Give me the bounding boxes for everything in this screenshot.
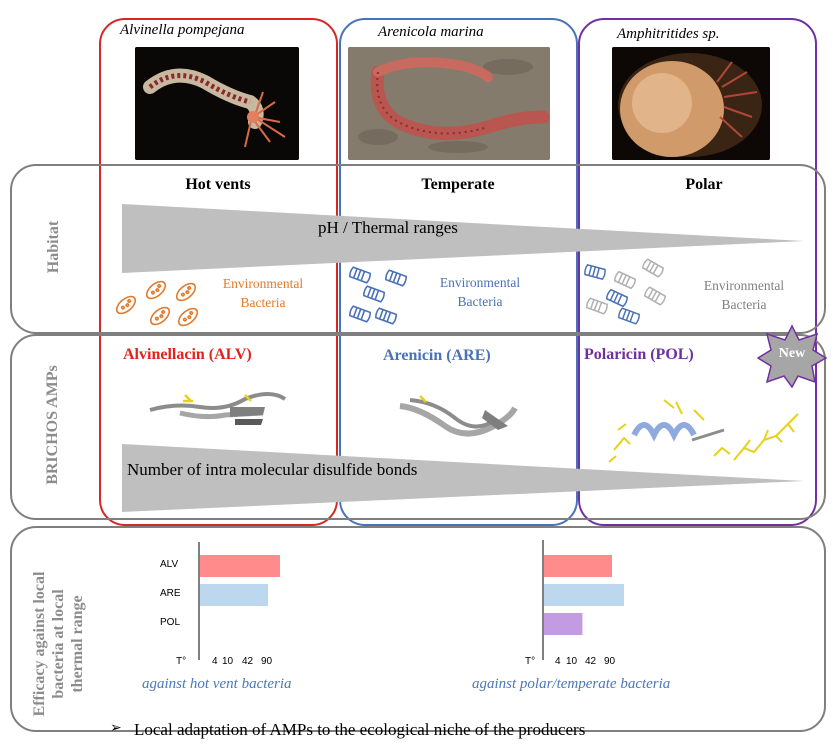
chart2-tick-42: 42 [585, 656, 596, 667]
chart1-tick-4: 4 [212, 656, 218, 667]
footer-bullet-icon: ➢ [110, 720, 122, 736]
disulfide-label: Number of intra molecular disulfide bond… [127, 460, 417, 480]
chart1-category-are: ARE [160, 588, 181, 599]
chart2-caption: against polar/temperate bacteria [472, 676, 670, 693]
efficacy-row-label-line1: Efficacy against local [30, 534, 49, 754]
chart2-tick-90: 90 [604, 656, 615, 667]
chart2-tick-4: 4 [555, 656, 561, 667]
efficacy-row-label-line2: bacteria at local [49, 534, 68, 754]
hot-vent-efficacy-chart [150, 536, 300, 668]
bar-are [200, 584, 268, 606]
bar-alv [544, 555, 612, 577]
footer-conclusion: Local adaptation of AMPs to the ecologic… [134, 720, 585, 740]
chart1-category-alv: ALV [160, 559, 178, 570]
bar-alv [200, 555, 280, 577]
polar-temperate-efficacy-chart [494, 536, 644, 668]
chart1-category-pol: POL [160, 617, 180, 628]
efficacy-row [10, 526, 826, 732]
efficacy-row-label: Efficacy against local bacteria at local… [30, 534, 90, 754]
bar-pol [544, 613, 582, 635]
chart1-tick-90: 90 [261, 656, 272, 667]
efficacy-row-label-line3: thermal range [68, 534, 87, 754]
chart2-xlabel: T° [525, 656, 535, 667]
chart1-tick-10: 10 [222, 656, 233, 667]
chart1-xlabel: T° [176, 656, 186, 667]
chart1-caption: against hot vent bacteria [142, 676, 292, 693]
chart1-tick-42: 42 [242, 656, 253, 667]
bar-are [544, 584, 624, 606]
chart2-tick-10: 10 [566, 656, 577, 667]
